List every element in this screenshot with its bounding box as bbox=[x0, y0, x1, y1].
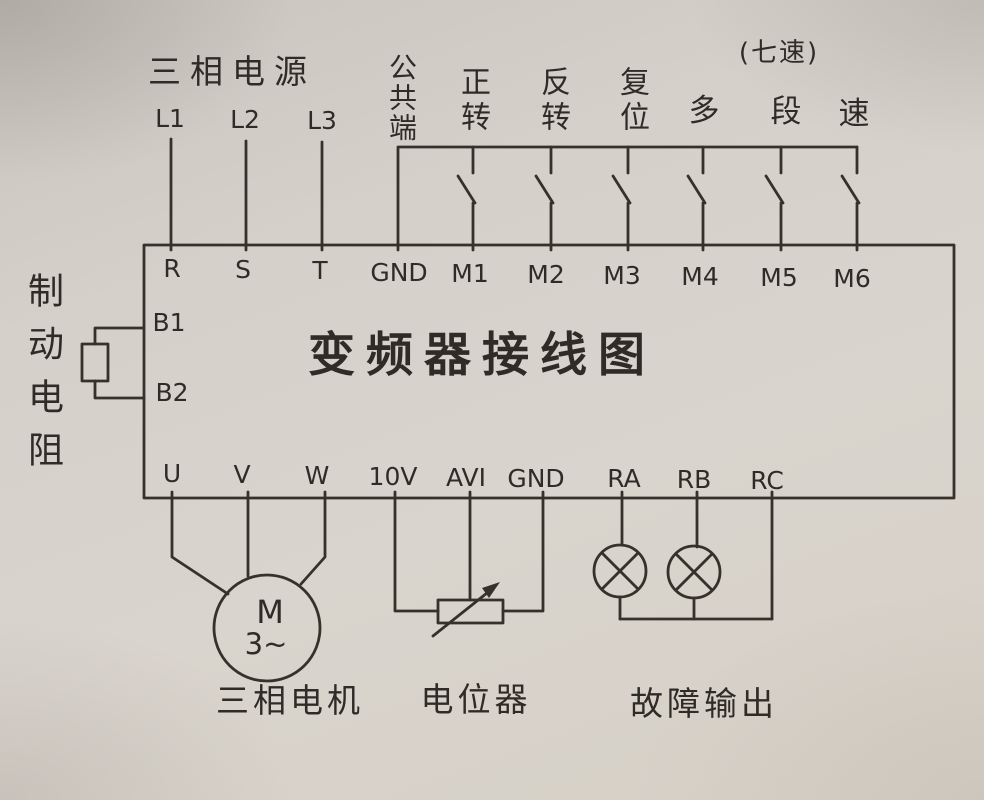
terminal-m4: M4 bbox=[681, 262, 719, 291]
terminal-l2: L2 bbox=[230, 105, 260, 134]
terminal-w: W bbox=[304, 461, 330, 490]
seven-speed-note: (七速) bbox=[738, 38, 820, 68]
reset-label: 复位 bbox=[614, 66, 649, 136]
speed-label: 速 bbox=[838, 96, 870, 132]
potentiometer-wiper-arrow bbox=[431, 587, 494, 638]
terminal-m6: M6 bbox=[833, 264, 871, 293]
fault-output-label: 故障输出 bbox=[630, 684, 778, 723]
switch-m3 bbox=[611, 145, 632, 252]
potentiometer-arrowhead bbox=[482, 582, 500, 598]
terminal-ra: RA bbox=[607, 464, 641, 493]
terminal-gnd-bottom: GND bbox=[507, 464, 565, 493]
terminal-m2: M2 bbox=[527, 260, 565, 289]
terminal-rb: RB bbox=[676, 465, 712, 494]
switch-m4 bbox=[686, 145, 707, 252]
terminal-v: V bbox=[233, 460, 251, 489]
brake-resistor-symbol bbox=[80, 342, 110, 383]
motor-phase: 3~ bbox=[244, 627, 288, 661]
motor-symbol bbox=[212, 573, 322, 683]
terminal-m3: M3 bbox=[603, 261, 641, 290]
terminal-l3: L3 bbox=[307, 106, 337, 135]
fault-output-circuit bbox=[592, 490, 774, 621]
power-label: 三相电源 bbox=[148, 52, 316, 91]
terminal-l1: L1 bbox=[155, 104, 185, 133]
terminal-t: T bbox=[312, 256, 328, 285]
terminal-b1: B1 bbox=[152, 308, 186, 337]
switch-m5 bbox=[764, 145, 785, 252]
brake-resistor-circuit bbox=[80, 326, 146, 400]
inverter-box bbox=[142, 243, 956, 500]
terminal-avi: AVI bbox=[446, 463, 486, 492]
motor-circuit bbox=[170, 490, 327, 683]
potentiometer-label: 电位器 bbox=[420, 680, 532, 719]
motor-label: 三相电机 bbox=[216, 681, 364, 720]
terminal-10v: 10V bbox=[368, 462, 418, 491]
switch-m1 bbox=[456, 145, 477, 252]
step-label: 段 bbox=[770, 94, 802, 130]
potentiometer-circuit bbox=[393, 490, 545, 638]
reverse-label: 反转 bbox=[535, 66, 570, 136]
terminal-rc: RC bbox=[750, 466, 784, 495]
multi-label: 多 bbox=[688, 93, 720, 129]
common-terminal-label: 公共端 bbox=[385, 53, 418, 143]
terminal-s: S bbox=[235, 255, 251, 284]
terminal-u: U bbox=[162, 459, 182, 488]
switch-m6 bbox=[840, 145, 861, 252]
forward-label: 正转 bbox=[455, 66, 490, 136]
motor-letter: M bbox=[256, 593, 284, 631]
terminal-gnd-top: GND bbox=[370, 258, 428, 287]
terminal-m5: M5 bbox=[760, 263, 798, 292]
diagram-title: 变频器接线图 bbox=[308, 328, 656, 383]
terminal-r: R bbox=[163, 254, 181, 283]
potentiometer-symbol bbox=[436, 598, 505, 625]
brake-resistor-label: 制动电阻 bbox=[22, 272, 63, 484]
switch-m2 bbox=[534, 145, 555, 252]
terminal-m1: M1 bbox=[451, 259, 489, 288]
power-input-wires bbox=[169, 137, 324, 252]
terminal-b2: B2 bbox=[155, 378, 189, 407]
